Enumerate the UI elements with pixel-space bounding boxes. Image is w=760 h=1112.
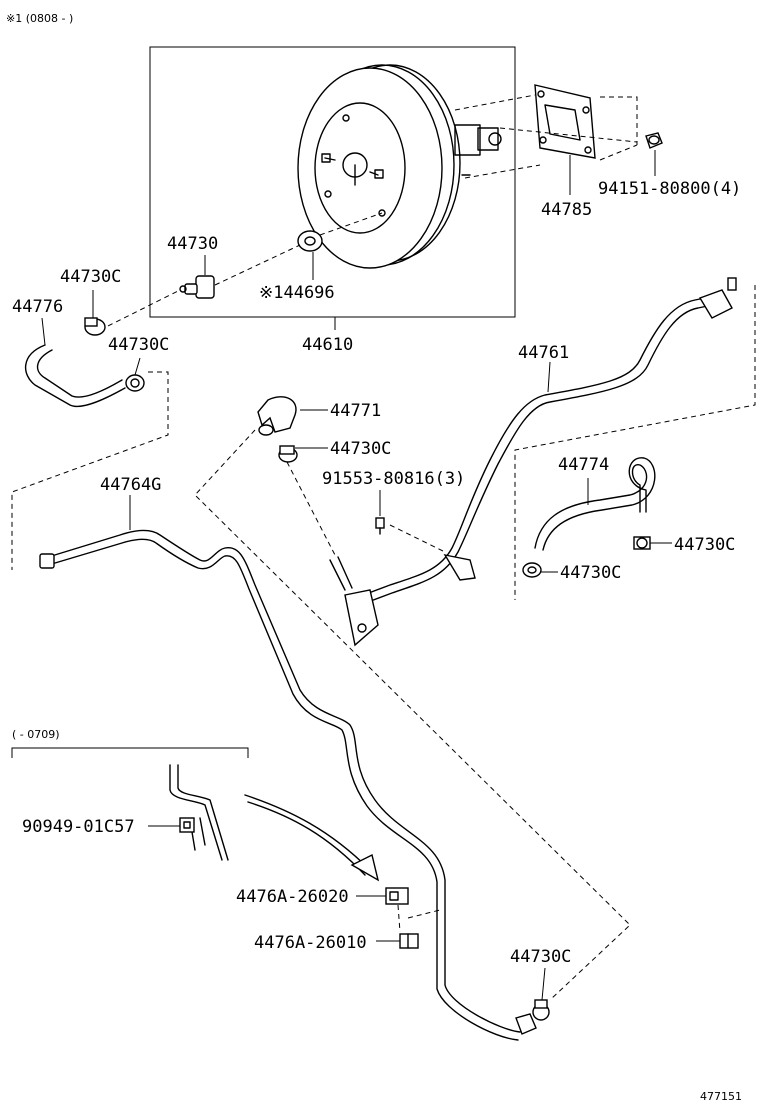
hose-clamp-f[interactable] bbox=[532, 999, 550, 1021]
callout-44761: 44761 bbox=[518, 343, 569, 363]
clip-projection-lines bbox=[397, 904, 441, 933]
vacuum-pipe-44761[interactable] bbox=[329, 277, 737, 647]
hose-clamp-b[interactable] bbox=[125, 374, 145, 392]
callout-44730c-d: 44730C bbox=[674, 535, 735, 555]
callout-44730c-c: 44730C bbox=[330, 439, 391, 459]
hose-clamp-e[interactable] bbox=[522, 562, 542, 578]
bolt-projection-line bbox=[389, 524, 446, 553]
mount-projection-lines bbox=[454, 94, 638, 179]
clip-90949[interactable] bbox=[179, 817, 195, 833]
inset-pipe bbox=[169, 764, 229, 861]
callout-44696: ※144696 bbox=[259, 283, 335, 303]
vacuum-hose-44776[interactable] bbox=[25, 344, 126, 408]
callout-44730: 44730 bbox=[167, 234, 218, 254]
callout-44771: 44771 bbox=[330, 401, 381, 421]
inset-bracket bbox=[11, 747, 249, 758]
booster-assembly-frame bbox=[149, 46, 516, 318]
header-note: ※1 (0808 - ) bbox=[6, 12, 73, 25]
callout-44730c-f: 44730C bbox=[510, 947, 571, 967]
clip-4476a-26010[interactable] bbox=[399, 933, 419, 949]
callout-44785: 44785 bbox=[541, 200, 592, 220]
brake-booster[interactable] bbox=[297, 64, 502, 269]
leader-44730c-b bbox=[134, 357, 141, 376]
callout-4476a-26010: 4476A-26010 bbox=[254, 933, 367, 953]
leader-44730c-f bbox=[541, 967, 546, 1001]
arrow-shaft-2 bbox=[247, 801, 366, 876]
callout-44774: 44774 bbox=[558, 455, 609, 475]
hose-clamp-d[interactable] bbox=[633, 536, 651, 550]
callout-91553: 91553-80816(3) bbox=[322, 469, 465, 489]
figure-number: 477151 bbox=[700, 1090, 742, 1103]
booster-nut[interactable] bbox=[645, 132, 663, 149]
connector-projection-lines bbox=[194, 429, 631, 1001]
vacuum-hose-44774[interactable] bbox=[534, 457, 656, 551]
callout-44610: 44610 bbox=[302, 335, 353, 355]
callout-44730c-a: 44730C bbox=[60, 267, 121, 287]
callout-90949: 90949-01C57 bbox=[22, 817, 135, 837]
hose-projection-lines bbox=[11, 371, 169, 570]
callout-44730c-b: 44730C bbox=[108, 335, 169, 355]
clip-4476a-26020[interactable] bbox=[385, 887, 409, 905]
arrow-shaft bbox=[244, 794, 371, 871]
callout-94151: 94151-80800(4) bbox=[598, 179, 741, 199]
callout-4476a-26020: 4476A-26020 bbox=[236, 887, 349, 907]
booster-gasket[interactable] bbox=[534, 84, 596, 159]
callout-44776: 44776 bbox=[12, 297, 63, 317]
vacuum-hose-44771[interactable] bbox=[257, 396, 297, 436]
callout-44730c-e: 44730C bbox=[560, 563, 621, 583]
grommet[interactable] bbox=[297, 230, 323, 252]
arrow-head bbox=[350, 853, 380, 882]
hose-clamp-c[interactable] bbox=[278, 445, 298, 463]
leader-44776 bbox=[41, 317, 46, 346]
mounting-bolt[interactable] bbox=[375, 517, 385, 535]
valve-projection-lines bbox=[99, 212, 383, 331]
check-valve[interactable] bbox=[179, 275, 215, 299]
leader-44761 bbox=[547, 361, 551, 393]
vacuum-pipe-44764g[interactable] bbox=[39, 529, 537, 1041]
date-range-note: ( - 0709) bbox=[12, 728, 60, 741]
callout-44764g: 44764G bbox=[100, 475, 161, 495]
hose-clamp-a[interactable] bbox=[84, 317, 106, 336]
